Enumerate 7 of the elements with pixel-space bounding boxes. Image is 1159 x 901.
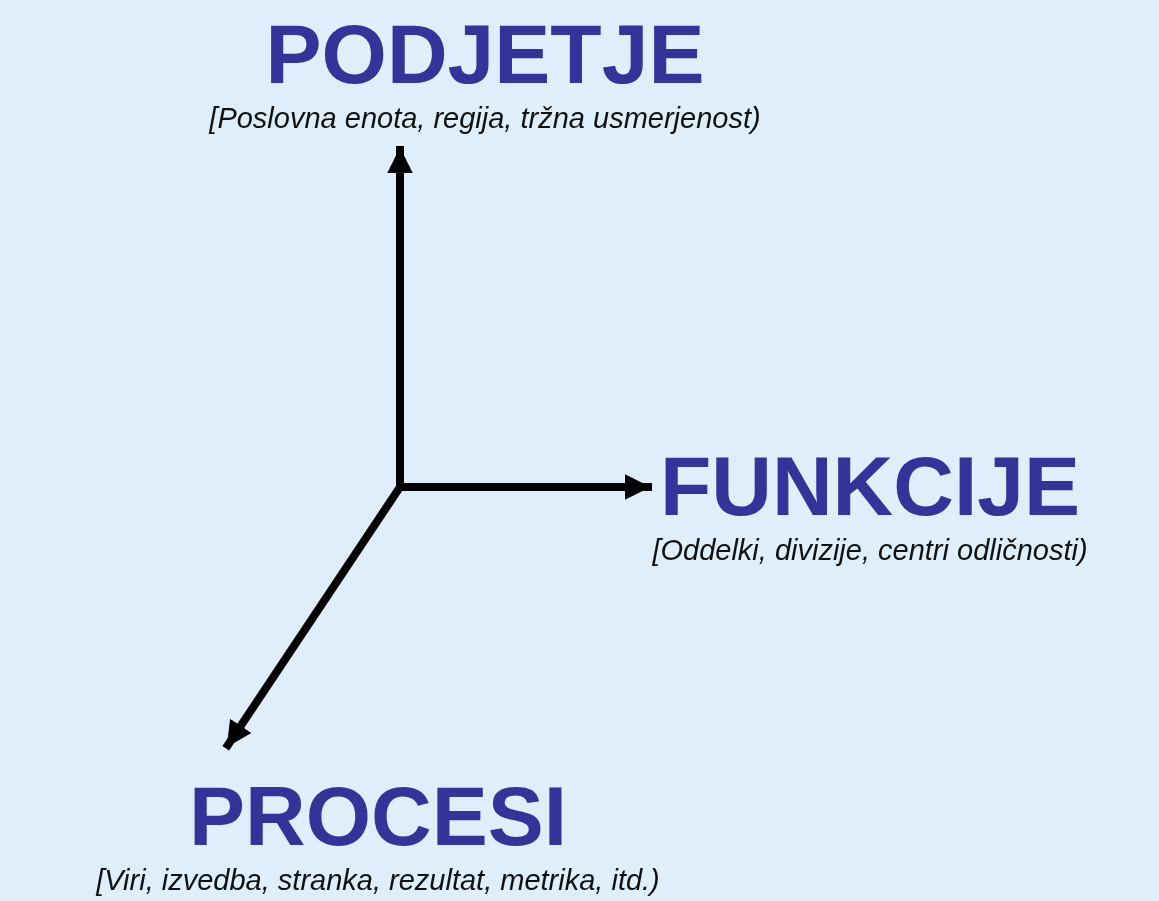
axis-description: [Oddelki, divizije, centri odličnosti)	[652, 533, 1088, 568]
axis-title: PROCESI	[188, 770, 568, 862]
axis-title: PODJETJE	[265, 8, 705, 100]
axis-description: [Poslovna enota, regija, tržna usmerjenost)	[209, 101, 761, 136]
arrow	[224, 483, 404, 749]
axis-title: FUNKCIJE	[659, 440, 1080, 532]
axis-description: [Viri, izvedba, stranka, rezultat, metrika, itd.)	[96, 863, 660, 898]
